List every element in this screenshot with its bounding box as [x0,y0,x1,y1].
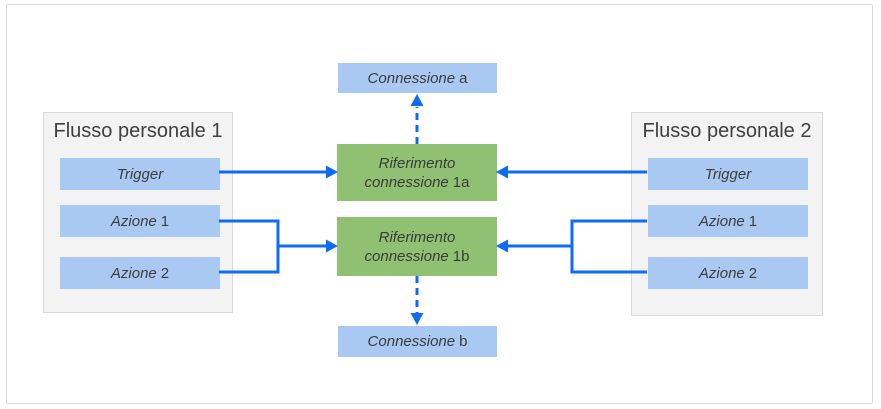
connection-b-suffix: b [459,333,468,350]
connection-a-suffix: a [459,69,468,87]
flow2-trigger-label: Trigger [704,165,752,183]
reference-1b-line1: Riferimento [378,228,456,246]
reference-1a-line1: Riferimento [378,154,456,172]
flow1-action2-suffix: 2 [160,264,170,282]
reference-1a-line2-italic: connessione [364,173,449,191]
flow2-action2-suffix: 2 [748,264,758,282]
flow1-trigger-box: Trigger [60,158,220,190]
flow2-action1-label: Azione [698,212,745,230]
flow1-action2-label: Azione [110,264,157,282]
flow1-action1-label: Azione [110,212,157,230]
connection-a-label: Connessione [367,69,456,87]
flow2-title: Flusso personale 2 [642,120,812,142]
reference-1b-line2-suffix: 1b [452,247,470,265]
reference-1a-line2-suffix: 1a [452,173,470,191]
flow1-trigger-label: Trigger [116,165,164,183]
flow2-action2-label: Azione [698,264,745,282]
connection-b-label: Connessione [367,333,456,350]
flow1-title: Flusso personale 1 [53,120,223,142]
reference-1b-line2-italic: connessione [364,247,449,265]
flow2-action1-suffix: 1 [748,212,758,230]
flow2-trigger-box: Trigger [648,158,808,190]
flow1-action1-suffix: 1 [160,212,170,230]
